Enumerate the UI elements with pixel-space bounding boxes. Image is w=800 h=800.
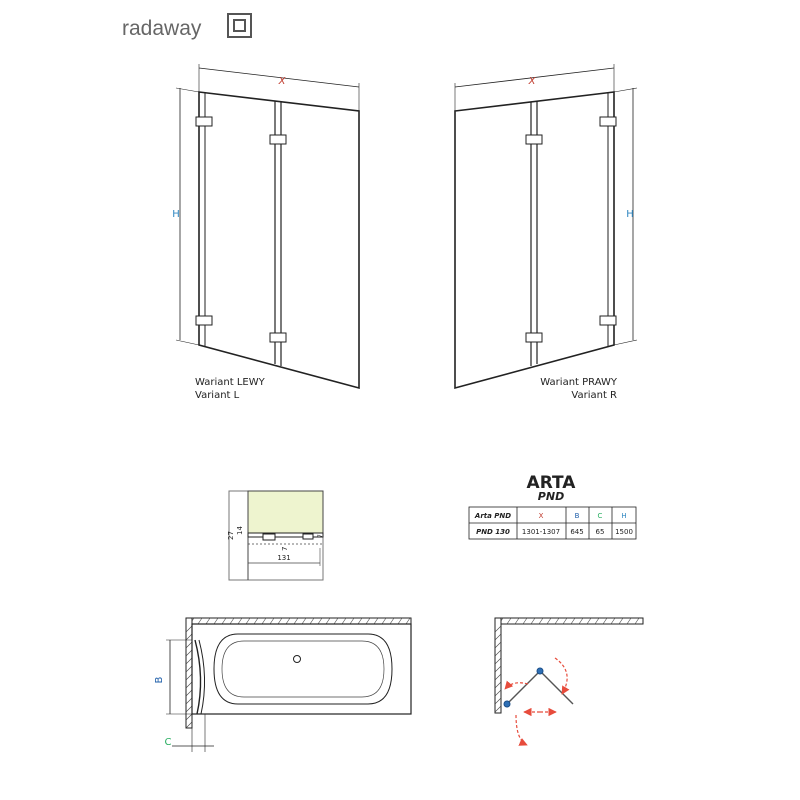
right-fold-hinge-top <box>525 134 543 145</box>
table-header-model: Arta PND <box>474 512 511 520</box>
right-wall-hinge-bottom <box>599 315 617 326</box>
detail-dim-27: 27 <box>227 531 235 540</box>
detail-glass-edge <box>247 532 324 538</box>
left-fold-hinge-bottom <box>269 332 287 343</box>
detail-seal <box>302 533 314 540</box>
table-cell-model: PND 130 <box>476 528 510 536</box>
right-variant-label-2: Variant R <box>571 390 617 401</box>
b-dim-label: B <box>154 676 165 683</box>
right-h-label: H <box>626 209 634 220</box>
left-variant-label-2: Variant L <box>195 390 240 401</box>
opening-schematic <box>494 617 644 746</box>
variant-right-view: X H Wariant PRAWY Variant R <box>454 64 638 401</box>
table-header-x: X <box>539 512 544 520</box>
c-dim-label: C <box>165 737 172 748</box>
spec-table: Arta PND X B C H PND 130 1301-1307 645 6… <box>468 506 637 540</box>
detail-dim-14: 14 <box>236 526 244 535</box>
detail-dim-7-right: 7 <box>317 534 324 538</box>
swing-arrow-1 <box>554 657 570 695</box>
brand-name: radaway <box>122 17 202 40</box>
table-header-h: H <box>621 512 626 520</box>
right-x-dim-line <box>454 67 615 88</box>
left-panel-outline <box>198 91 360 390</box>
detail-hinge <box>262 533 276 541</box>
product-subtitle: PND <box>538 490 564 503</box>
table-cell-b: 645 <box>570 528 583 536</box>
detail-dim-131: 131 <box>277 554 290 562</box>
swing-arrow-2 <box>504 680 529 690</box>
folded-screen-2 <box>198 639 206 715</box>
left-wall-hinge-top <box>195 116 213 127</box>
bathtub-basin <box>213 633 393 705</box>
bathtub-basin-inner <box>221 640 385 698</box>
drain-icon <box>293 655 301 663</box>
folded-screen <box>194 639 202 715</box>
variant-left-view: X H Wariant LEWY Variant L <box>172 64 360 401</box>
schematic-hinge-wall <box>503 700 511 708</box>
detail-glass-area <box>247 490 324 534</box>
left-wall-hatch <box>185 625 193 729</box>
right-x-label: X <box>528 76 537 87</box>
logo-square-inner <box>233 19 246 32</box>
right-wall-hinge-top <box>599 116 617 127</box>
table-cell-x: 1301-1307 <box>522 528 560 536</box>
right-fold-hinge-bottom <box>525 332 543 343</box>
logo-square-outer <box>227 13 252 38</box>
swing-arrow-3 <box>515 714 528 746</box>
left-fold-hinge-top <box>269 134 287 145</box>
table-cell-c: 65 <box>596 528 605 536</box>
product-title: ARTA <box>527 473 577 493</box>
schematic-panel-1 <box>506 670 541 705</box>
detail-dim-7: 7 <box>281 547 289 551</box>
brand-logo: radaway <box>122 13 252 40</box>
table-cell-h: 1500 <box>615 528 633 536</box>
schematic-panel-2 <box>539 670 574 705</box>
table-header-c: C <box>598 512 603 520</box>
left-h-label: H <box>172 209 180 220</box>
schematic-hinge-fold <box>536 667 544 675</box>
bathtub-plan: B C <box>154 617 412 752</box>
left-x-dim-line <box>198 67 360 88</box>
schematic-left-wall <box>494 617 502 714</box>
left-variant-label-1: Wariant LEWY <box>195 377 266 388</box>
profile-detail: 131 7 7 27 14 <box>227 490 324 581</box>
right-variant-label-1: Wariant PRAWY <box>540 377 618 388</box>
left-wall-hinge-bottom <box>195 315 213 326</box>
table-header-b: B <box>575 512 580 520</box>
left-x-label: X <box>278 76 287 87</box>
